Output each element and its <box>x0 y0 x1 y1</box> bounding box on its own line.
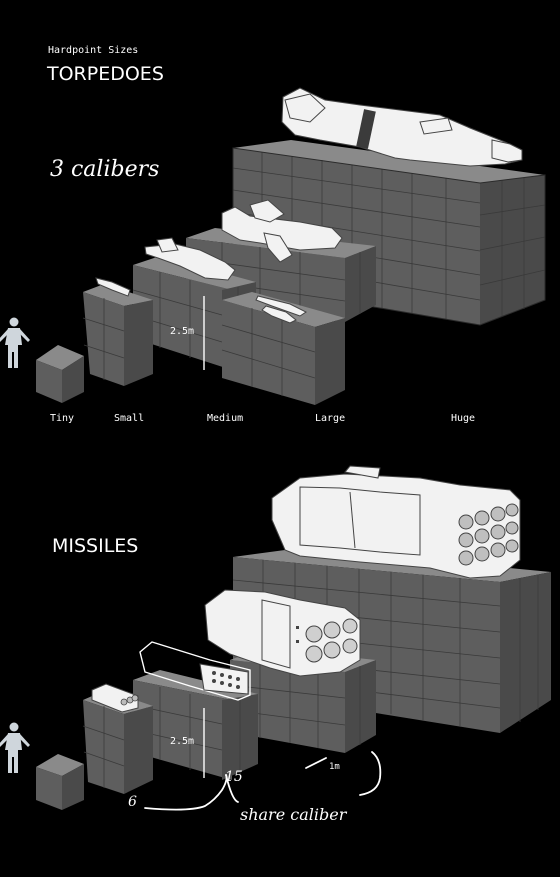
count-small: 6 <box>128 794 137 810</box>
large-missile-pod <box>204 589 361 677</box>
size-label-tiny: Tiny <box>50 413 74 424</box>
tiny-box-missile <box>36 754 84 810</box>
small-torpedo <box>95 277 131 297</box>
size-label-large: Large <box>315 413 345 424</box>
huge-missile-pod <box>271 465 521 579</box>
sketch-annotations <box>144 751 382 811</box>
large-torpedo <box>221 199 343 263</box>
human-figure-missile <box>0 722 30 773</box>
medium-missile-pod <box>139 641 251 701</box>
size-label-huge: Huge <box>451 413 475 424</box>
size-label-medium: Medium <box>207 413 243 424</box>
large-row-torpedoes <box>255 295 307 324</box>
small-box-torpedo <box>82 284 153 386</box>
small-missile-pod <box>91 683 139 713</box>
depth-label: 1m <box>329 762 340 772</box>
tiny-box-torpedo <box>36 345 84 403</box>
calibers-note: 3 calibers <box>50 157 159 182</box>
medium-torpedo <box>144 237 236 281</box>
human-figure-torpedo <box>0 317 30 368</box>
count-medium: 15 <box>225 769 243 785</box>
torpedoes-title: TORPEDOES <box>46 63 164 85</box>
missiles-title: MISSILES <box>52 535 138 557</box>
subtitle: Hardpoint Sizes <box>48 45 138 56</box>
height-label-missile: 2.5m <box>170 736 194 747</box>
height-label-torpedo: 2.5m <box>170 326 194 337</box>
share-caliber-note: share caliber <box>240 805 348 824</box>
huge-torpedo <box>281 87 523 167</box>
size-label-small: Small <box>114 413 144 424</box>
